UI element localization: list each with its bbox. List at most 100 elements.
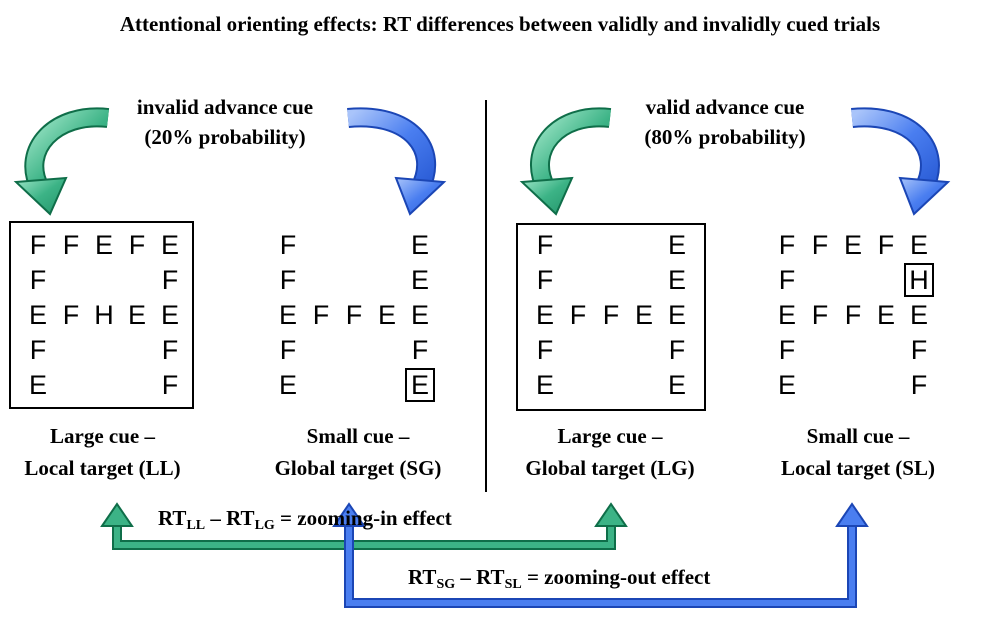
label-sl-line2: Local target (SL) [781, 456, 935, 480]
grid-letter: E [909, 230, 928, 260]
grid-letter: F [279, 335, 297, 365]
sub-sl: SL [504, 577, 522, 592]
grid-letter: F [128, 230, 146, 260]
center-divider [485, 100, 487, 492]
grid-letter: E [634, 300, 653, 330]
grid-letter: E [94, 230, 113, 260]
curved-arrow-green-right [519, 107, 612, 216]
grid-letter: E [410, 300, 429, 330]
invalid-cue-line1: invalid advance cue [136, 95, 314, 119]
label-sg: Small cue – Global target (SG) [238, 420, 478, 484]
grid-letter: F [778, 265, 796, 295]
grid-letter: F [536, 335, 554, 365]
grid-letter: F [161, 265, 179, 295]
grid-letter: E [127, 300, 146, 330]
label-lg-line2: Global target (LG) [525, 456, 695, 480]
grid-letter: E [278, 370, 297, 400]
grid-letter: F [62, 230, 80, 260]
grid-letter: E [278, 300, 297, 330]
grid-letter: F [536, 230, 554, 260]
grid-letter: F [161, 335, 179, 365]
grid-letter: F [29, 265, 47, 295]
grid-letter: E [160, 300, 179, 330]
curved-arrow-blue-right [851, 107, 951, 216]
grid-letter: E [876, 300, 895, 330]
grid-letter: F [345, 300, 363, 330]
grid-letter: F [877, 230, 895, 260]
zooming-out-text: = zooming-out effect [526, 565, 711, 589]
grid-letter: E [410, 265, 429, 295]
grid-letter: F [811, 230, 829, 260]
large-cue-frame-lg [516, 223, 706, 411]
grid-letter: F [910, 370, 928, 400]
grid-letter: E [160, 230, 179, 260]
grid-letter: E [535, 300, 554, 330]
bracket-arrow-green [100, 502, 628, 550]
label-lg: Large cue – Global target (LG) [495, 420, 725, 484]
grid-letter: F [844, 300, 862, 330]
grid-letter: F [811, 300, 829, 330]
grid-letter: F [569, 300, 587, 330]
curved-arrow-green-left [13, 107, 110, 216]
sub-sg: SG [436, 577, 456, 592]
boxed-target-letter: H [904, 263, 934, 297]
grid-letter: F [279, 265, 297, 295]
minus-sign-in: – [210, 506, 221, 530]
grid-letter: E [410, 230, 429, 260]
grid-letter: E [843, 230, 862, 260]
valid-cue-label: valid advance cue (80% probability) [590, 92, 860, 152]
label-sg-line1: Small cue – [306, 424, 410, 448]
grid-letter: E [535, 370, 554, 400]
grid-letter: F [29, 230, 47, 260]
label-sg-line2: Global target (SG) [274, 456, 442, 480]
invalid-cue-label: invalid advance cue (20% probability) [90, 92, 360, 152]
bracket-arrow-blue [332, 502, 869, 608]
grid-letter: E [667, 265, 686, 295]
grid-letter: F [536, 265, 554, 295]
grid-letter: E [777, 300, 796, 330]
rt-sl: RT [476, 565, 505, 589]
zooming-in-text: = zooming-in effect [280, 506, 452, 530]
grid-letter: E [28, 370, 47, 400]
rt-sg: RT [408, 565, 437, 589]
grid-letter: E [667, 230, 686, 260]
minus-sign-out: – [460, 565, 471, 589]
grid-letter: F [778, 335, 796, 365]
zooming-out-formula: RTSG – RTSL = zooming-out effect [408, 563, 710, 599]
sub-ll: LL [186, 518, 206, 533]
grid-letter: E [28, 300, 47, 330]
zooming-in-formula: RTLL – RTLG = zooming-in effect [158, 504, 452, 540]
valid-cue-line2: (80% probability) [644, 125, 806, 149]
sub-lg: LG [254, 518, 275, 533]
grid-letter: H [94, 300, 114, 330]
grid-letter: F [29, 335, 47, 365]
label-ll-line1: Large cue – [50, 424, 155, 448]
rt-lg: RT [226, 506, 255, 530]
label-ll: Large cue – Local target (LL) [0, 420, 205, 484]
grid-letter: F [668, 335, 686, 365]
curved-arrow-blue-left [347, 107, 447, 216]
boxed-target-letter: E [405, 368, 435, 402]
rt-ll: RT [158, 506, 187, 530]
grid-letter: E [777, 370, 796, 400]
grid-letter: E [667, 300, 686, 330]
grid-letter: F [602, 300, 620, 330]
grid-letter: E [909, 300, 928, 330]
grid-letter: F [161, 370, 179, 400]
label-lg-line1: Large cue – [557, 424, 663, 448]
label-sl: Small cue – Local target (SL) [748, 420, 968, 484]
large-cue-frame-ll [9, 221, 194, 409]
grid-letter: F [62, 300, 80, 330]
grid-letter: E [377, 300, 396, 330]
grid-letter: F [411, 335, 429, 365]
label-ll-line2: Local target (LL) [24, 456, 181, 480]
figure-title: Attentional orienting effects: RT differ… [119, 12, 881, 36]
grid-letter: F [778, 230, 796, 260]
grid-letter: F [312, 300, 330, 330]
grid-letter: E [667, 370, 686, 400]
grid-letter: F [910, 335, 928, 365]
invalid-cue-line2: (20% probability) [144, 125, 306, 149]
grid-letter: F [279, 230, 297, 260]
label-sl-line1: Small cue – [806, 424, 910, 448]
